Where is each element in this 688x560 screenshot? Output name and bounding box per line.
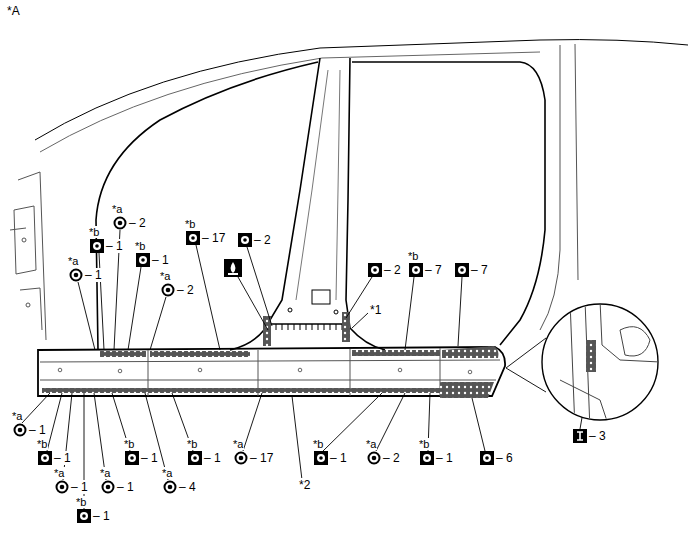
variant-mark: *b [75, 496, 87, 508]
callout-number: – 1 [53, 451, 72, 465]
variant-mark: *b [123, 438, 135, 450]
rocker-holes [58, 368, 472, 374]
variant-mark: *a [365, 438, 377, 450]
callout-number: – 1 [203, 451, 222, 465]
note-mark: *A [6, 4, 21, 18]
b-pillar-rear [346, 58, 385, 350]
rocker-panel [38, 347, 505, 396]
body-outline [10, 40, 688, 396]
detail-inset [542, 300, 660, 430]
callout-number: – 1 [28, 423, 47, 437]
b-pillar-seam [268, 323, 350, 324]
variant-mark: *a [11, 410, 23, 422]
variant-mark: *b [88, 226, 100, 238]
pillar-hole [312, 290, 330, 304]
front-hole [22, 238, 26, 242]
note-mark: *2 [298, 478, 311, 492]
variant-mark: *b [186, 438, 198, 450]
callout-number: – 2 [382, 451, 401, 465]
variant-mark: *a [67, 255, 79, 267]
callout-number: – 7 [470, 263, 489, 277]
weld-zones [42, 312, 499, 398]
rocker-line [40, 360, 500, 380]
front-structure [10, 172, 46, 340]
callout-number: – 4 [178, 480, 197, 494]
variant-mark: *b [407, 250, 419, 262]
callout-number: – 2 [128, 216, 147, 230]
callout-number: – 17 [201, 231, 226, 245]
callout-number: – 1 [151, 253, 170, 267]
b-pillar-front [230, 58, 320, 350]
front-door-opening [96, 62, 318, 350]
pillar-hole [288, 308, 292, 312]
callout-number: – 7 [424, 263, 443, 277]
pillar-hole [334, 310, 338, 314]
variant-mark: *a [99, 467, 111, 479]
callout-number: – 1 [329, 451, 348, 465]
roof-inner [40, 52, 540, 152]
callout-number: – 6 [495, 451, 514, 465]
callout-number: – 3 [588, 429, 607, 443]
leader-lines [22, 230, 590, 509]
callout-number: – 2 [383, 263, 402, 277]
callout-number: – 1 [92, 509, 111, 523]
sealer-icon [224, 259, 242, 277]
callout-number: – 1 [116, 480, 135, 494]
variant-mark: *b [184, 218, 196, 230]
b-pillar-inner [296, 70, 328, 300]
roof-line [35, 40, 688, 140]
callout-number: – 2 [253, 233, 272, 247]
variant-mark: *a [159, 270, 171, 282]
b-pillar-inner [336, 70, 340, 300]
callout-number: – 1 [105, 239, 124, 253]
callout-number: – 1 [70, 480, 89, 494]
front-hole [26, 303, 30, 307]
variant-mark: *b [418, 438, 430, 450]
rear-quarter [540, 44, 578, 330]
callout-number: – 17 [249, 451, 274, 465]
variant-mark: *a [111, 203, 123, 215]
variant-mark: *b [312, 438, 324, 450]
variant-mark: *a [53, 467, 65, 479]
note-mark: *1 [369, 303, 382, 317]
variant-mark: *a [232, 438, 244, 450]
callout-number: – 1 [435, 451, 454, 465]
brazing-symbol [573, 429, 587, 443]
variant-mark: *a [161, 467, 173, 479]
weld-teeth [270, 324, 342, 330]
variant-mark: *b [36, 438, 48, 450]
rear-door-opening [352, 62, 545, 345]
variant-mark: *b [134, 240, 146, 252]
callout-number: – 1 [140, 451, 159, 465]
weld-symbols [15, 218, 495, 524]
callout-number: – 1 [84, 268, 103, 282]
callout-number: – 2 [176, 283, 195, 297]
